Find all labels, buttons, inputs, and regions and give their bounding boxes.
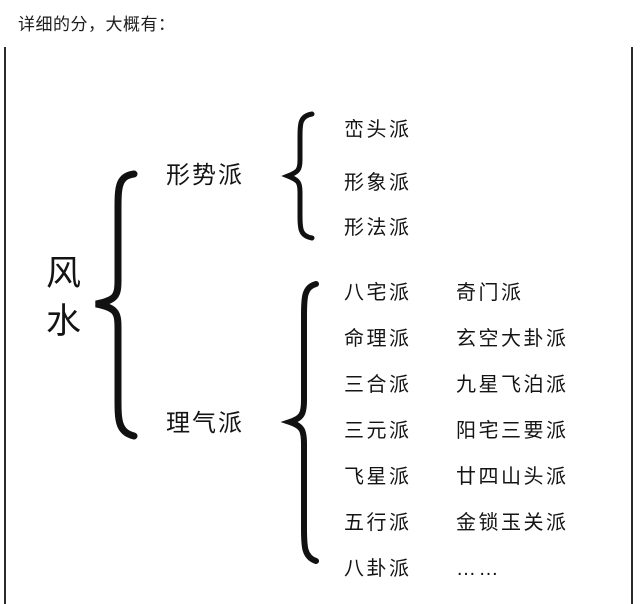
- leaf-compass-c1-5: 飞星派: [344, 466, 412, 488]
- frame-border-left: [4, 47, 6, 604]
- leaf-compass-c1-7: 八卦派: [344, 558, 412, 580]
- root-char-2: 水: [45, 302, 82, 341]
- leaf-compass-c2-5: 廿四山头派: [456, 466, 569, 488]
- root-node: 风 水: [36, 250, 92, 346]
- form-school-brace: [281, 111, 315, 241]
- leaf-compass-c2-4: 阳宅三要派: [456, 420, 569, 442]
- leaf-compass-c2-3: 九星飞泊派: [456, 374, 569, 396]
- leaf-form-1: 峦头派: [344, 119, 412, 141]
- root-char-1: 风: [45, 254, 82, 293]
- leaf-compass-c2-6: 金锁玉关派: [456, 512, 569, 534]
- leaf-compass-c1-2: 命理派: [344, 328, 412, 350]
- leaf-compass-c1-6: 五行派: [344, 512, 412, 534]
- leaf-compass-c2-1: 奇门派: [456, 282, 524, 304]
- leaf-compass-c1-1: 八宅派: [344, 282, 412, 304]
- branch-label-compass-school: 理气派: [166, 410, 244, 437]
- leaf-compass-c2-7: ……: [456, 558, 501, 580]
- frame-border-right: [631, 47, 633, 604]
- leaf-compass-c2-2: 玄空大卦派: [456, 328, 569, 350]
- leaf-compass-c1-3: 三合派: [344, 374, 412, 396]
- compass-school-brace: [280, 281, 319, 564]
- leaf-form-2: 形象派: [344, 172, 412, 194]
- branch-label-form-school: 形势派: [166, 162, 244, 189]
- leaf-form-3: 形法派: [344, 217, 412, 239]
- root-brace: [95, 170, 138, 440]
- page-caption: 详细的分，大概有：: [18, 15, 176, 34]
- leaf-compass-c1-4: 三元派: [344, 420, 412, 442]
